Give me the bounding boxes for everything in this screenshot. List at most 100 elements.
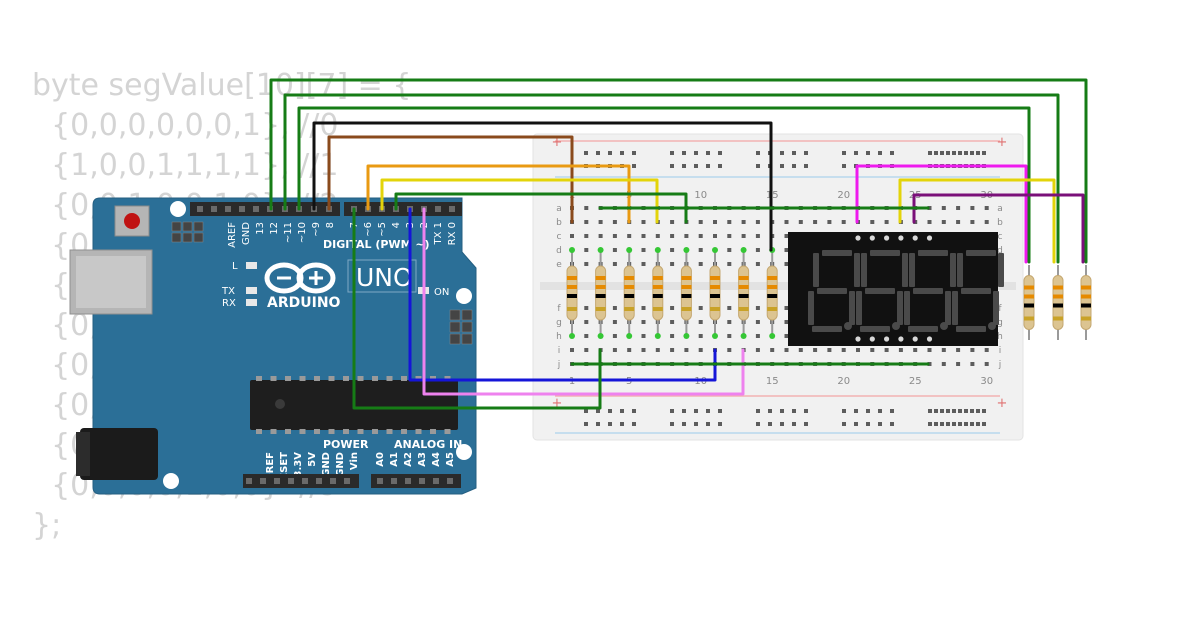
led-l (246, 262, 257, 269)
rail-hole (854, 409, 858, 413)
rail-hole (940, 409, 944, 413)
header-pin (344, 478, 350, 484)
wires (269, 78, 1088, 410)
breadboard-hole (727, 320, 732, 324)
breadboard-hole (913, 348, 918, 352)
rail-hole (792, 422, 796, 426)
breadboard-hole (784, 248, 789, 252)
display-segment (945, 291, 951, 325)
header-pin (316, 478, 322, 484)
header-pin (435, 206, 441, 212)
rail-hole (768, 409, 772, 413)
decimal-point (892, 322, 900, 330)
breadboard-hole (941, 220, 946, 224)
digital-header-right (344, 202, 462, 216)
rail-hole (756, 151, 760, 155)
chip-dot (275, 399, 285, 409)
breadboard-hole (684, 234, 689, 238)
wire-yellow (380, 178, 659, 224)
breadboard-hole (598, 220, 603, 224)
rail-hole (584, 409, 588, 413)
resistor-band (710, 307, 720, 311)
rail-hole (928, 422, 932, 426)
breadboard-hole (970, 362, 975, 366)
power-label: POWER (323, 438, 369, 451)
display-pin (912, 235, 918, 241)
breadboard-hole (612, 348, 617, 352)
power-header (243, 474, 359, 488)
breadboard-hole (570, 234, 574, 238)
analog-label: ANALOG IN (394, 438, 462, 451)
resistor-body (652, 265, 664, 321)
power-pin-label: IOREF (265, 452, 276, 486)
wire-green (283, 93, 1060, 264)
breadboard-hole (698, 248, 703, 252)
chip-pin (343, 376, 349, 381)
row-letter: h (556, 332, 562, 342)
breadboard-hole (584, 334, 589, 338)
breadboard-hole (727, 220, 732, 224)
digital-pin-label: 12 (269, 222, 280, 235)
row-letter: j (998, 360, 1002, 370)
breadboard-hole (641, 348, 646, 352)
resistor-band (595, 276, 606, 280)
display-segment (854, 253, 860, 287)
model-box (347, 259, 417, 293)
row-letter: c (998, 232, 1003, 242)
breadboard-hole (641, 248, 646, 252)
chip-pin (386, 376, 393, 381)
decimal-point (844, 322, 852, 330)
rail-hole (958, 151, 962, 155)
chip-pin (299, 376, 306, 381)
header-pin (288, 478, 294, 484)
breadboard-hole (870, 348, 875, 352)
rail-hole (706, 409, 710, 413)
breadboard-hole (784, 320, 789, 324)
digital-header-label: DIGITAL (PWM ~) (323, 238, 430, 251)
resistor-band (1053, 294, 1063, 299)
breadboard-hole (984, 348, 989, 352)
breadboard-hole (698, 234, 703, 238)
display-segment (909, 253, 915, 287)
display-segment (812, 326, 842, 332)
display-segment (813, 253, 819, 287)
connection-dot (597, 247, 604, 253)
header-pin (211, 206, 217, 212)
resistor-band (652, 307, 663, 311)
rail-hole (854, 422, 858, 426)
header-pin (246, 478, 252, 484)
resistor-band (738, 276, 749, 280)
row-letter: b (997, 218, 1003, 228)
chip-pin (401, 429, 407, 434)
connection-dot (569, 333, 575, 339)
header-pin (260, 478, 266, 484)
breadboard-hole (584, 348, 589, 352)
column-number: 10 (694, 190, 707, 201)
digital-pin-label: TX 1 (433, 222, 444, 246)
breadboard-hole (584, 206, 589, 210)
power-jack (80, 428, 158, 480)
breadboard-hole (841, 220, 846, 224)
rail-hole (768, 422, 772, 426)
resistor-band (1053, 285, 1063, 290)
rail-hole (890, 422, 894, 426)
digital-header-left (190, 202, 340, 216)
breadboard-hole (698, 306, 703, 310)
rail-hole (632, 409, 636, 413)
breadboard-hole (684, 348, 689, 352)
display-pin (869, 336, 875, 342)
chip-pin (314, 429, 320, 434)
rail-hole (620, 151, 624, 155)
connection-dot (712, 333, 718, 339)
rail-hole (670, 164, 674, 168)
chip-pin (386, 429, 393, 434)
resistor-band (595, 285, 606, 289)
breadboard-hole (641, 334, 646, 338)
row-letter: b (556, 218, 562, 228)
analog-header (371, 474, 461, 488)
display-segment (950, 253, 956, 287)
rail-hole (934, 409, 938, 413)
row-letter: e (556, 260, 562, 270)
breadboard-hole (698, 320, 703, 324)
rail-hole (632, 151, 636, 155)
